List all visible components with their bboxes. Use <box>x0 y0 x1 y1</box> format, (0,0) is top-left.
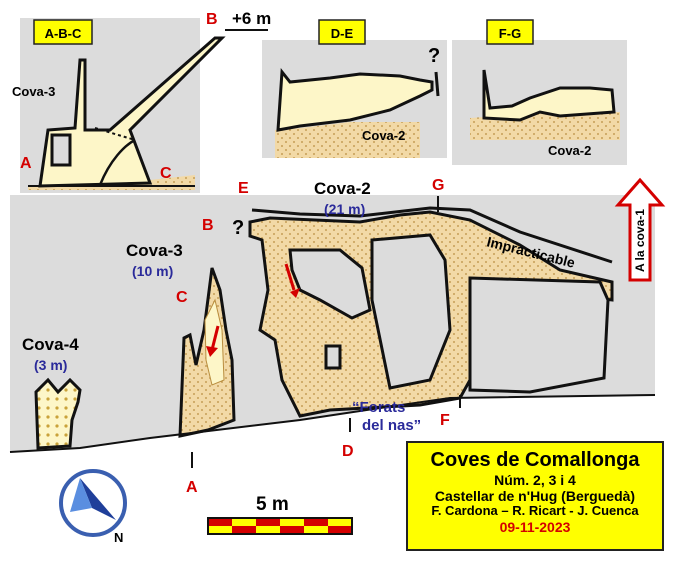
profile-label-a: A <box>186 479 198 496</box>
cova3-label: Cova-3 <box>126 241 183 260</box>
cova4-label: Cova-4 <box>22 335 79 354</box>
profile-question: ? <box>232 217 244 239</box>
profile-label-f: F <box>440 412 450 429</box>
section-abc-label-c: C <box>160 165 172 182</box>
section-de-cova-label: Cova-2 <box>362 128 405 143</box>
section-abc-tag <box>33 19 93 45</box>
height-label: +6 m <box>232 9 271 28</box>
title-box-date: 09-11-2023 <box>499 519 571 536</box>
section-de-question: ? <box>428 45 440 67</box>
section-abc-label-b: B <box>206 11 218 28</box>
profile-label-b: B <box>202 217 214 234</box>
scale-label: 5 m <box>256 494 289 515</box>
section-abc-cova-label: Cova-3 <box>12 84 55 99</box>
section-fg-tag-text: F-G <box>499 26 521 41</box>
scale-bar <box>207 517 353 535</box>
arrow-to-cova1 <box>614 177 666 282</box>
compass-north-label: N <box>114 530 123 545</box>
main-profile <box>9 195 656 468</box>
profile-label-g: G <box>432 177 444 194</box>
title-box-location: Castellar de n'Hug (Berguedà) <box>434 488 636 505</box>
forats-label-line1: “Forats <box>352 399 405 416</box>
arrow-to-cova1-text: A la cova-1 <box>633 209 647 272</box>
profile-label-c: C <box>176 289 188 306</box>
title-box-subtitle: Núm. 2, 3 i 4 <box>494 472 576 488</box>
profile-label-e: E <box>238 180 249 197</box>
cova2-label: Cova-2 <box>314 179 371 198</box>
section-fg <box>452 40 627 165</box>
section-de-tag-text: D-E <box>331 26 354 41</box>
section-de <box>262 40 447 158</box>
compass-icon <box>59 469 127 537</box>
section-abc-label-a: A <box>20 155 32 172</box>
section-fg-cova-label: Cova-2 <box>548 143 591 158</box>
section-de-tag <box>318 19 366 45</box>
title-box: Coves de Comallonga Núm. 2, 3 i 4 Castel… <box>406 441 664 551</box>
title-box-authors: F. Cardona – R. Ricart - J. Cuenca <box>431 503 639 519</box>
title-box-title: Coves de Comallonga <box>430 449 640 471</box>
section-abc <box>20 18 268 193</box>
profile-label-d: D <box>342 443 354 460</box>
section-fg-tag <box>486 19 534 45</box>
cova2-length: (21 m) <box>324 201 365 217</box>
forats-label-line2: del nas” <box>362 417 421 434</box>
section-abc-tag-text: A-B-C <box>45 26 82 41</box>
cova4-length: (3 m) <box>34 357 67 373</box>
cova3-length: (10 m) <box>132 263 173 279</box>
